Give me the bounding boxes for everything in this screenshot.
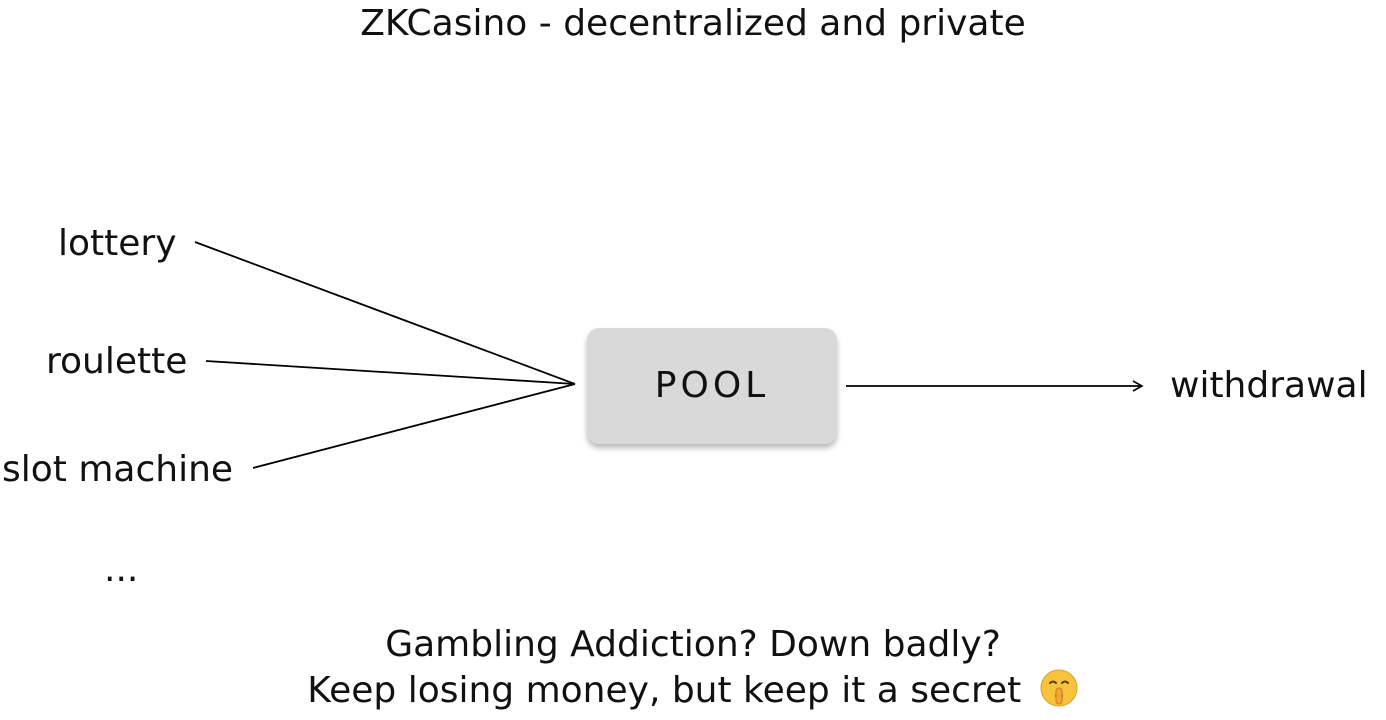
shushing-face-icon [1039,668,1079,720]
destination-withdrawal: withdrawal [1170,365,1368,406]
source-slot-machine: slot machine [2,449,234,490]
line-roulette-to-pool [205,360,576,385]
line-slot-machine-to-pool [252,383,576,469]
source-more-ellipsis: ... [104,549,139,590]
source-lottery: lottery [58,223,177,264]
source-roulette: roulette [46,341,188,382]
pool-label: POOL [654,365,770,406]
tagline-line-1-text: Gambling Addiction? Down badly? [385,624,1001,665]
diagram-title: ZKCasino - decentralized and private [360,3,1026,44]
pool-box: POOL [587,328,837,444]
tagline-line-1: Gambling Addiction? Down badly? [0,622,1386,668]
line-lottery-to-pool [194,241,576,385]
tagline-line-2: Keep losing money, but keep it a secret [0,668,1386,720]
tagline-line-2-text: Keep losing money, but keep it a secret [307,670,1022,711]
